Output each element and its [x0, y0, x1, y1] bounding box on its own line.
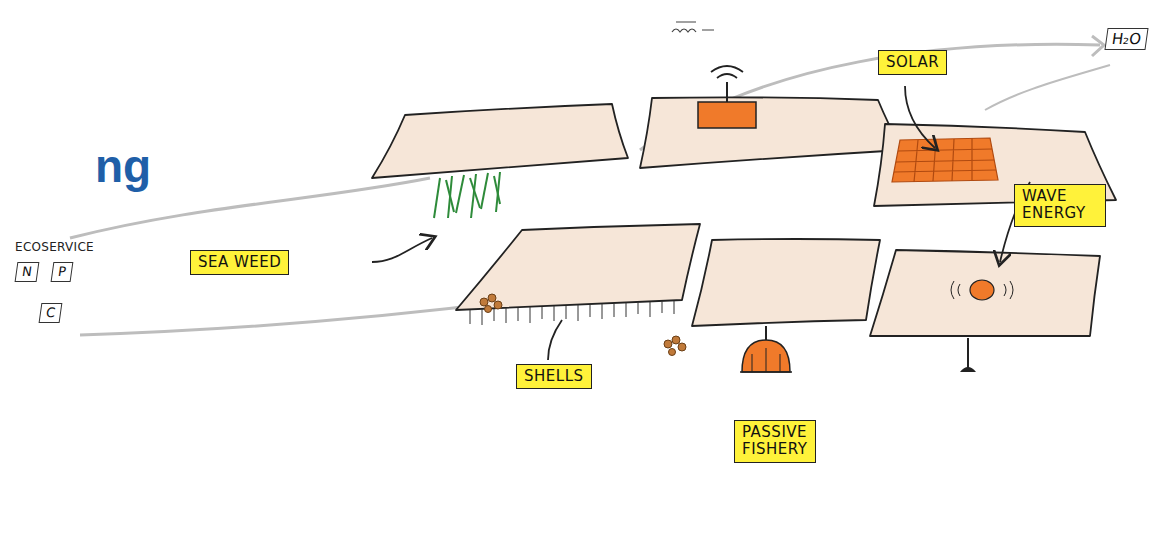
nutrient-box: N: [15, 262, 39, 282]
node-text: SEA WEED: [198, 254, 281, 271]
platform-tiles: [372, 97, 1116, 336]
nutrient-box: P: [51, 262, 74, 282]
leader-lines: [372, 86, 1030, 360]
formula-box: H₂O: [1104, 28, 1148, 50]
nutrient-box: C: [39, 303, 63, 323]
fishery-dome: [740, 326, 792, 372]
node-text: C: [45, 305, 56, 321]
callout-tag: SEA WEED: [190, 250, 289, 275]
callout-tag: WAVE ENERGY: [1014, 184, 1106, 227]
group-label: ECOSERVICE: [15, 240, 94, 254]
seaweed-strands: [434, 172, 500, 218]
callout-tag: SHELLS: [516, 364, 592, 389]
node-text: SHELLS: [524, 368, 584, 385]
solar-panel: [892, 138, 998, 182]
node-text: N: [21, 264, 33, 280]
callout-tag: PASSIVE FISHERY: [734, 420, 816, 463]
node-text: P: [57, 264, 67, 280]
bird-scribble: [672, 22, 714, 32]
wave-buoy: [951, 280, 1013, 372]
node-text: SOLAR: [886, 54, 939, 71]
node-text: PASSIVE FISHERY: [742, 424, 808, 459]
sensor-station: [698, 66, 756, 128]
node-text: WAVE ENERGY: [1022, 188, 1098, 223]
shell-clusters: [480, 294, 686, 356]
node-text: H₂O: [1111, 30, 1143, 48]
page-title: ng: [95, 143, 151, 189]
shell-lines: [470, 301, 674, 325]
callout-tag: SOLAR: [878, 50, 947, 75]
